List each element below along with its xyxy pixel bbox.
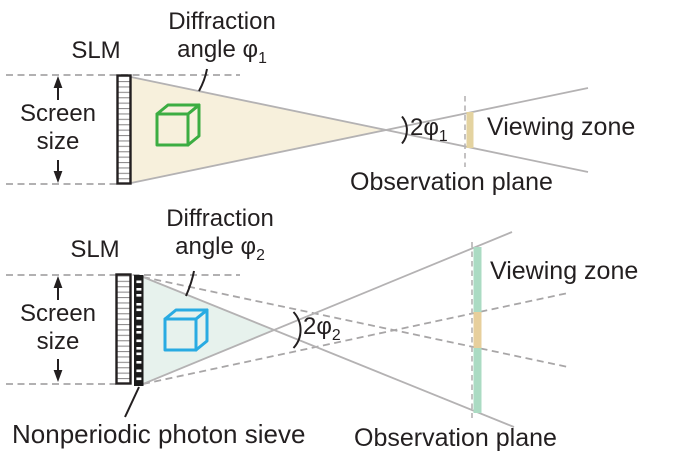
screen-word: Screen <box>19 100 97 127</box>
slm-element <box>116 74 132 185</box>
angle-span-subscript: 2 <box>331 326 341 344</box>
diffraction-word: Diffraction <box>168 8 276 35</box>
viewing-zone-label-bottom: Viewing zone <box>490 257 638 287</box>
angle-span-label-top: 2φ1 <box>410 114 448 145</box>
viewing-zone-text: Viewing zone <box>487 113 636 141</box>
angle-span-text: 2φ <box>410 114 439 141</box>
cone-ray-upper <box>130 76 589 173</box>
diffraction-cone-fill <box>131 77 387 183</box>
angle-phi-word: angle φ <box>177 36 259 64</box>
hologram-cube-green-icon <box>155 103 201 147</box>
screen-size-arrowhead-down <box>53 171 63 183</box>
viewing-zone-label-top: Viewing zone <box>487 113 635 143</box>
screen-size-label-bottom: Screen size <box>20 300 96 357</box>
diffraction-angle-pointer <box>185 270 195 297</box>
photon-sieve-text: Nonperiodic photon sieve <box>12 419 306 449</box>
top-diagram <box>6 68 589 185</box>
observation-plane-label-bottom: Observation plane <box>354 424 557 454</box>
observation-plane-label-top: Observation plane <box>350 168 553 198</box>
diffraction-angle-label-bottom: Diffraction angle φ2 <box>166 205 274 265</box>
screen-size-label-top: Screen size <box>20 100 96 157</box>
slm-label-top: SLM <box>71 37 120 65</box>
viewing-zone-bar-original <box>473 312 482 348</box>
angle-span-label-bottom: 2φ2 <box>303 313 341 344</box>
photon-sieve-label: Nonperiodic photon sieve <box>12 419 305 450</box>
phi-subscript: 1 <box>258 50 267 68</box>
screen-size-arrowhead-up <box>53 76 63 88</box>
screen-size-arrowhead-down <box>53 370 63 382</box>
slm-element <box>115 273 132 385</box>
cone-ray-lower <box>142 231 513 385</box>
original-cone-dashed-upper <box>142 276 569 368</box>
slm-label-text: SLM <box>70 236 120 263</box>
angle-span-subscript: 1 <box>438 127 448 145</box>
screen-size-arrowhead-up <box>53 276 63 288</box>
angle-arc <box>401 115 408 145</box>
viewing-zone-bar <box>466 112 474 148</box>
original-cone-dashed-lower <box>142 292 569 385</box>
phi-subscript: 2 <box>256 247 265 265</box>
diffraction-angle-label-top: Diffraction angle φ1 <box>168 8 276 68</box>
cone-ray-lower <box>130 87 589 184</box>
photon-sieve-element <box>134 275 144 386</box>
viewing-zone-text: Viewing zone <box>490 257 639 285</box>
diffraction-word: Diffraction <box>166 205 274 232</box>
angle-span-text: 2φ <box>303 313 332 340</box>
slm-label-bottom: SLM <box>70 236 119 264</box>
angle-arc <box>292 311 302 349</box>
observation-plane-text: Observation plane <box>354 424 557 452</box>
angle-phi-word: angle φ <box>175 233 257 261</box>
hologram-cube-cyan-icon <box>163 308 209 352</box>
diffraction-cone-fill <box>143 277 275 384</box>
observation-plane-text: Observation plane <box>350 168 553 196</box>
size-word: size <box>36 328 80 356</box>
cone-ray-upper <box>142 276 515 428</box>
bottom-diagram <box>6 231 569 428</box>
slm-label-text: SLM <box>71 37 121 64</box>
screen-word: Screen <box>19 300 97 327</box>
diffraction-angle-pointer <box>198 68 208 92</box>
sieve-label-pointer <box>124 386 140 418</box>
size-word: size <box>36 128 80 156</box>
